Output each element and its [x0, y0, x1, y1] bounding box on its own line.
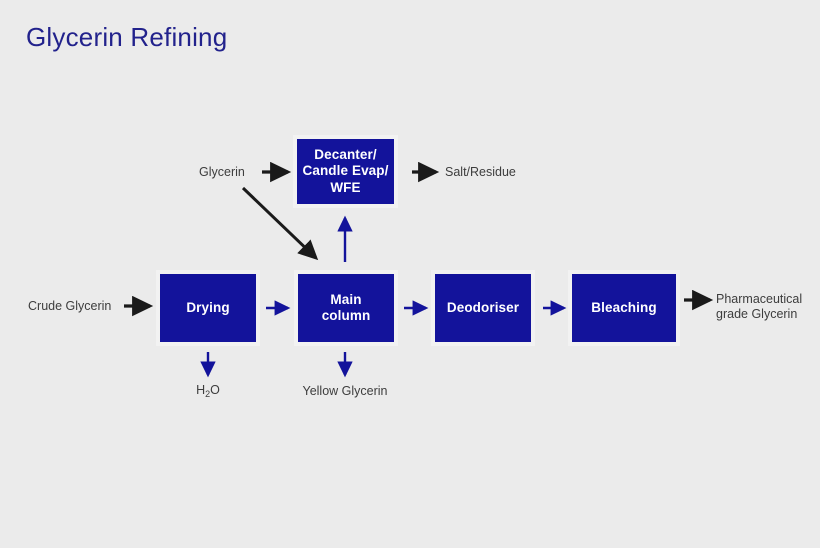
label-crude-glycerin: Crude Glycerin: [28, 299, 112, 313]
page-title: Glycerin Refining: [26, 22, 228, 52]
process-box-decanter[interactable]: Decanter/ Candle Evap/ WFE: [293, 135, 398, 208]
label-pharma-glycerin: Pharmaceutical grade Glycerin: [716, 292, 803, 322]
process-box-drying-label: Drying: [186, 299, 230, 315]
process-box-deodoriser[interactable]: Deodoriser: [431, 270, 535, 346]
label-water-tail: O: [210, 383, 220, 397]
label-water: H2O: [176, 383, 240, 400]
process-box-drying[interactable]: Drying: [156, 270, 260, 346]
process-box-decanter-label: Decanter/ Candle Evap/ WFE: [302, 146, 389, 195]
label-water-subscript: 2: [205, 389, 211, 399]
process-box-bleaching-label: Bleaching: [591, 299, 657, 315]
process-box-main-column-label: Main column: [321, 291, 371, 323]
process-box-main-column[interactable]: Main column: [294, 270, 398, 346]
label-yellow-glycerin: Yellow Glycerin: [302, 384, 388, 398]
label-salt-residue: Salt/Residue: [445, 165, 516, 179]
label-glycerin: Glycerin: [199, 165, 245, 179]
process-box-deodoriser-label: Deodoriser: [446, 299, 520, 315]
process-box-bleaching[interactable]: Bleaching: [568, 270, 680, 346]
label-water-main: H: [196, 383, 206, 397]
